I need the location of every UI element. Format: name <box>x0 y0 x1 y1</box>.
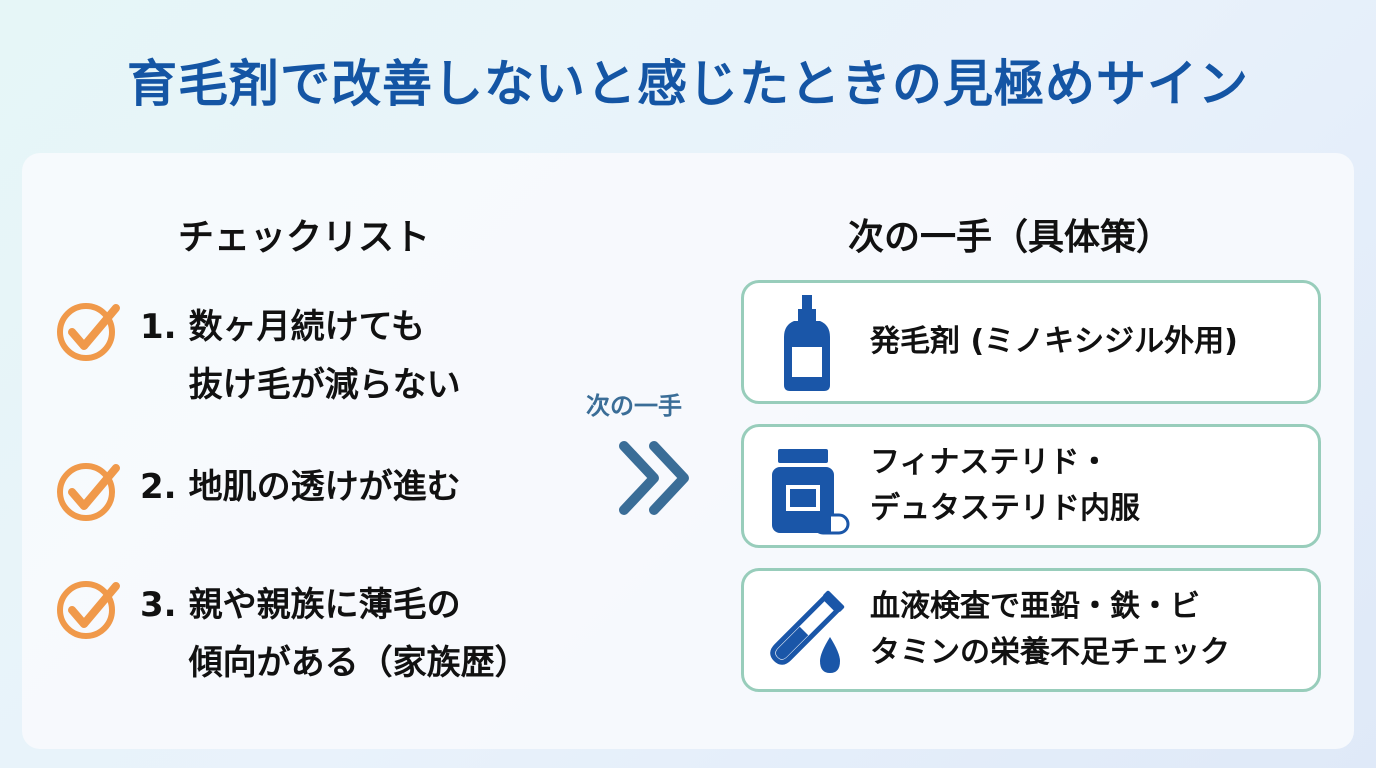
checklist-item-number: 2. <box>140 467 177 507</box>
page-title: 育毛剤で改善しないと感じたときの見極めサイン <box>127 55 1249 113</box>
checklist-item-text: 地肌の透けが進む <box>188 467 461 507</box>
checklist-heading: チェックリスト <box>178 217 431 258</box>
checklist-item-number: 1. <box>140 307 177 347</box>
next-step-card-minoxidil: 発毛剤 (ミノキシジル外用) <box>741 280 1321 404</box>
checklist-item-text: 数ヶ月続けても <box>188 307 425 347</box>
next-steps-heading: 次の一手（具体策） <box>848 217 1173 258</box>
next-step-card-oral-medication: フィナステリド・ デュタステリド内服 <box>741 424 1321 548</box>
next-step-card-text: 発毛剤 (ミノキシジル外用) <box>870 324 1238 359</box>
next-step-card-text: 血液検査で亜鉛・鉄・ビ <box>870 589 1200 624</box>
checklist-item-number: 3. <box>140 585 177 625</box>
checklist-item-text: 親や親族に薄毛の <box>188 585 461 625</box>
next-step-label: 次の一手 <box>586 392 682 420</box>
checklist-item-2: 2. 地肌の透けが進む <box>54 458 461 526</box>
test-tube-drop-icon <box>770 590 845 673</box>
next-step-card-text: デュタステリド内服 <box>870 491 1140 526</box>
orange-check-icon <box>57 463 120 521</box>
orange-check-icon <box>57 581 120 639</box>
checklist-item-3: 3. 親や親族に薄毛の 傾向がある（家族歴） <box>54 576 529 692</box>
orange-check-icon <box>57 303 120 361</box>
next-step-card-text: タミンの栄養不足チェック <box>870 635 1230 670</box>
next-step-card-text: フィナステリド・ <box>870 445 1110 480</box>
dropper-bottle-icon <box>784 295 830 391</box>
next-step-card-blood-test: 血液検査で亜鉛・鉄・ビ タミンの栄養不足チェック <box>741 568 1321 692</box>
checklist-item-text: 抜け毛が減らない <box>188 365 461 405</box>
double-chevron-right-icon <box>619 441 689 515</box>
checklist-item-text: 傾向がある（家族歴） <box>188 643 529 683</box>
pill-bottle-icon <box>772 449 850 535</box>
checklist-item-1: 1. 数ヶ月続けても 抜け毛が減らない <box>54 298 461 414</box>
